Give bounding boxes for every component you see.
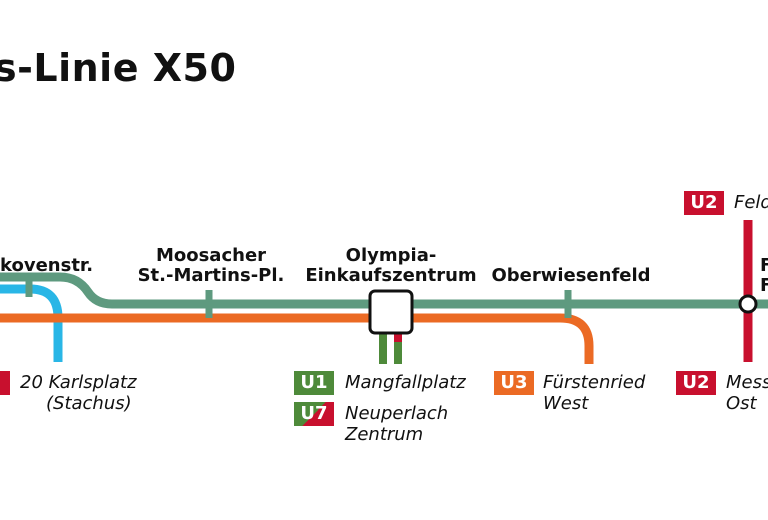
destination-neuperlach-zentrum: Neuperlach Zentrum <box>345 403 449 445</box>
station-olympia-einkaufszentrum: Olympia- Einkaufszentrum <box>298 246 484 286</box>
station-moosacher-line2: St.-Martins-Pl. <box>137 265 285 286</box>
station-olympia-line1: Olympia- <box>345 245 437 266</box>
line-badge-u7: U7 <box>294 402 334 426</box>
line-badge-u3: U3 <box>494 371 534 395</box>
destination-messe-ost: Mess Ost <box>726 372 768 414</box>
u7-stub-red <box>394 332 402 342</box>
station-moosacher-st-martins-pl: Moosacher St.-Martins-Pl. <box>118 246 304 286</box>
interchange-olympia <box>368 289 414 335</box>
u1-stub <box>379 332 387 364</box>
destination-feld: Feld <box>734 192 768 213</box>
line-badge-cut <box>0 371 10 395</box>
line-badge-u2-top: U2 <box>684 191 724 215</box>
bus-line-x50 <box>0 272 768 309</box>
u7-stub-green <box>394 332 402 364</box>
destination-fuerstenried-west: Fürstenried West <box>543 372 646 414</box>
line-badge-u1: U1 <box>294 371 334 395</box>
map-title: s-Linie X50 <box>0 46 237 90</box>
station-kovenstr: kovenstr. <box>0 255 94 276</box>
u3-line <box>0 313 594 364</box>
destination-karlsplatz: 20 Karlsplatz (Stachus) <box>20 372 137 414</box>
destination-mangfallplatz: Mangfallplatz <box>345 372 466 393</box>
station-olympia-line2: Einkaufszentrum <box>305 265 477 286</box>
line-badge-u2-bottom: U2 <box>676 371 716 395</box>
station-moosacher-line1: Moosacher <box>155 245 267 266</box>
station-oberwiesenfeld: Oberwiesenfeld <box>491 265 651 286</box>
interchange-right <box>738 294 758 314</box>
blue-line <box>0 284 63 362</box>
